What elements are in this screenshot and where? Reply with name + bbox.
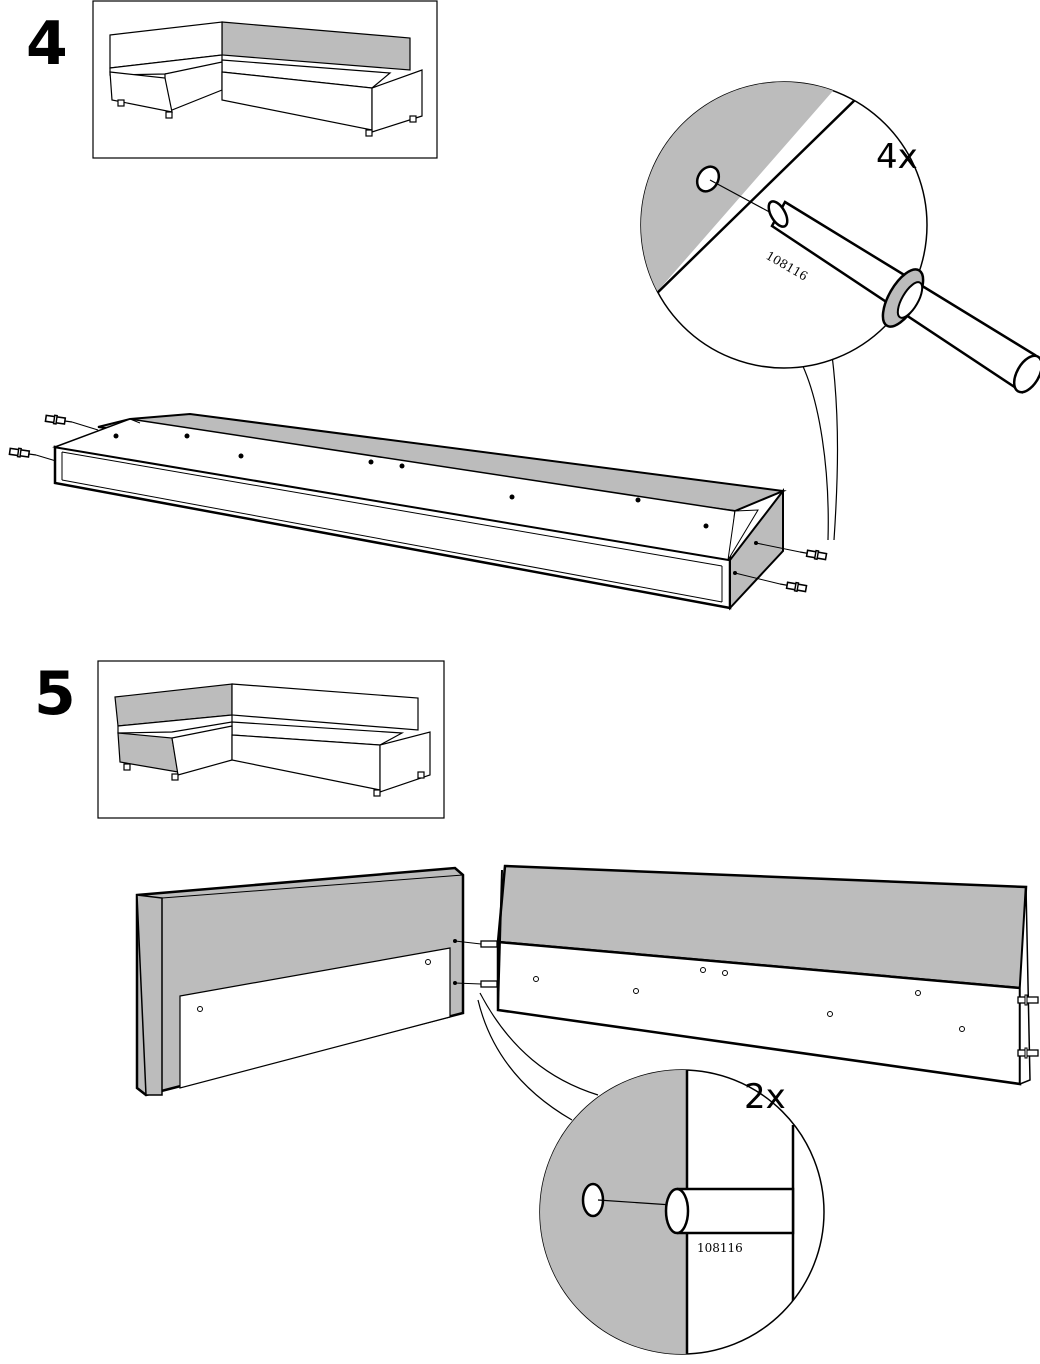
step-5-left-backrest	[137, 868, 463, 1095]
step-5-quantity: 2x	[744, 1077, 786, 1117]
step-5-right-backrest	[498, 866, 1030, 1084]
dowel-icon	[666, 1189, 793, 1233]
step-4-backrest-panel	[55, 414, 783, 608]
step-4-quantity: 4x	[876, 137, 918, 177]
step-5-overview	[98, 661, 444, 818]
step-4-overview	[93, 1, 437, 158]
step-4-detail-callout: 4x 108116	[630, 60, 1040, 540]
step-5-part-number: 108116	[697, 1241, 743, 1255]
